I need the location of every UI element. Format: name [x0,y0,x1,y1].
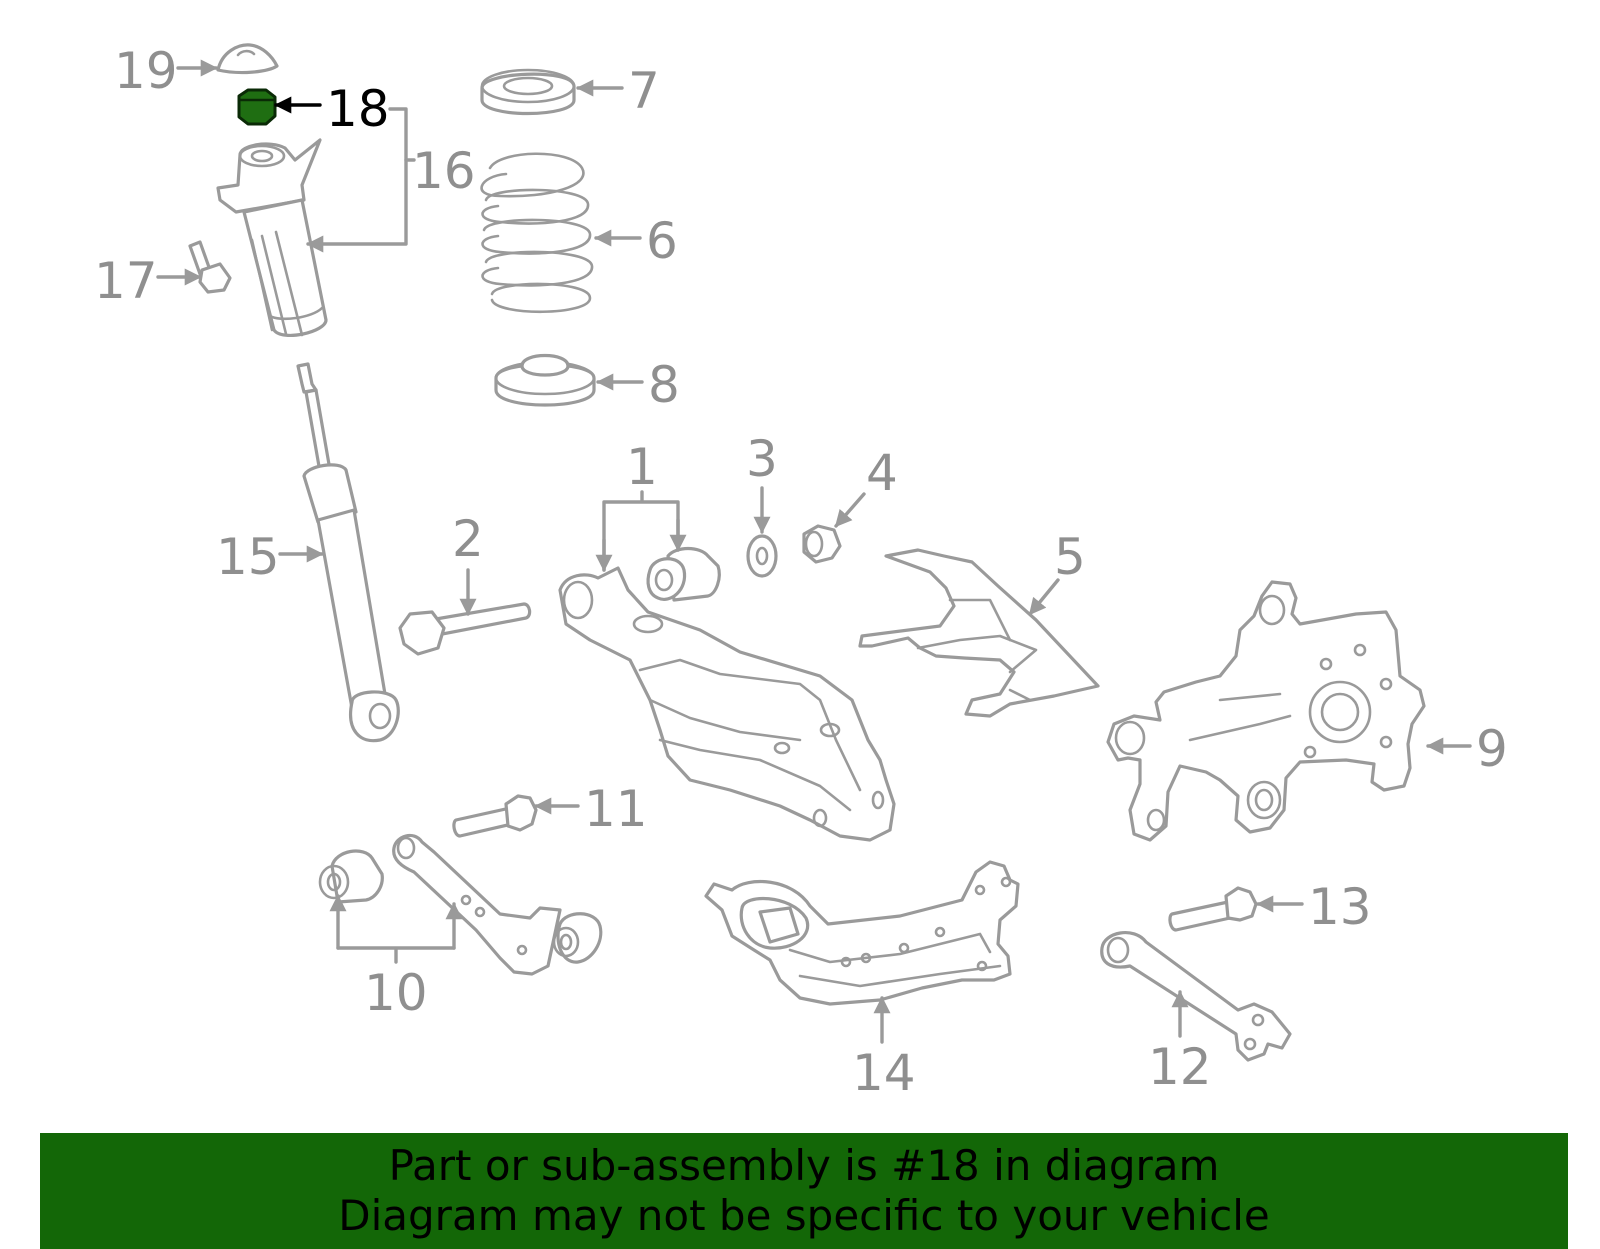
callout-8: 8 [648,356,680,414]
part-19-cap [216,43,279,75]
part-5-bracket [858,548,1100,718]
part-15-shock-absorber [296,362,400,743]
callout-19: 19 [114,42,178,100]
callout-10: 10 [364,964,428,1022]
callout-9: 9 [1476,720,1508,778]
callout-2: 2 [452,510,484,568]
part-4-nut [802,524,842,564]
callout-5: 5 [1054,528,1086,586]
callout-1: 1 [626,438,658,496]
callout-15: 15 [216,528,280,586]
callout-4: 4 [866,444,898,502]
info-banner: Part or sub-assembly is #18 in diagram D… [40,1133,1568,1249]
callout-16: 16 [412,142,476,200]
part-14-trailing-arm [704,860,1020,1006]
callout-12: 12 [1148,1038,1212,1096]
callout-3: 3 [746,430,778,488]
callout-6: 6 [646,212,678,270]
part-1-bushing [646,546,721,602]
part-10-upper-arm [318,833,603,976]
part-7-spring-seat [480,68,576,116]
callout-14: 14 [852,1044,916,1102]
callout-7: 7 [628,62,660,120]
part-17-bolt [188,240,232,294]
part-8-lower-spring-seat [494,354,596,407]
banner-line-disclaimer: Diagram may not be specific to your vehi… [338,1191,1270,1240]
part-2-bolt [398,602,532,656]
lower-control-arm [558,566,896,842]
callout-11: 11 [584,780,648,838]
leader-lines [156,59,1472,1044]
part-13-bolt [1168,886,1258,932]
callout-17: 17 [94,252,158,310]
part-16-strut-mount [216,138,328,338]
part-3-washer [746,534,778,578]
part-18-nut [237,88,277,126]
callout-18: 18 [326,80,390,138]
callout-13: 13 [1308,878,1372,936]
banner-line-part: Part or sub-assembly is #18 in diagram [388,1141,1220,1190]
part-9-knuckle [1106,580,1426,842]
part-11-bolt [452,794,538,838]
callout-labels: 19 18 16 17 7 6 8 15 2 1 3 4 5 9 11 10 1… [94,42,1508,1102]
part-6-coil-spring [480,152,594,314]
part-12-lateral-link [1100,931,1292,1062]
